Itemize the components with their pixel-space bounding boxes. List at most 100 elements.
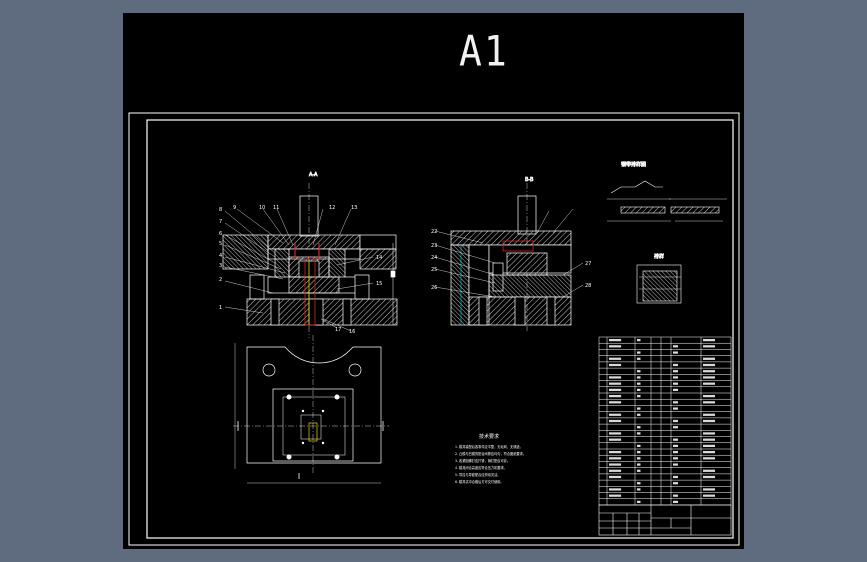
bom-cell-mark bbox=[637, 394, 641, 398]
svg-text:8: 8 bbox=[219, 207, 222, 213]
bom-cell-mark bbox=[673, 351, 678, 354]
bom-cell-mark bbox=[673, 419, 678, 423]
bom-cell-mark bbox=[673, 475, 678, 479]
bom-cell-mark bbox=[673, 426, 678, 429]
bom-cell-mark bbox=[609, 494, 622, 497]
front-view-right: B-B bbox=[431, 177, 591, 331]
svg-text:16: 16 bbox=[349, 329, 355, 335]
bom-cell-mark bbox=[609, 432, 622, 435]
top-view bbox=[233, 335, 389, 484]
bom-cell-mark bbox=[609, 475, 622, 479]
bom-cell-mark bbox=[703, 432, 715, 435]
parts-list-table bbox=[598, 336, 732, 506]
bom-cell-mark bbox=[673, 407, 678, 410]
bom-cell-mark bbox=[609, 413, 622, 416]
svg-text:9: 9 bbox=[233, 205, 236, 211]
bom-cell-mark bbox=[609, 419, 622, 423]
bom-cell-mark bbox=[609, 463, 622, 466]
bom-cell-mark bbox=[673, 450, 678, 454]
bom-cell-mark bbox=[703, 488, 715, 491]
front-right-part-labels: 22 23 24 25 26 27 28 bbox=[431, 229, 591, 291]
bom-cell-mark bbox=[637, 370, 641, 373]
bom-cell-mark bbox=[673, 494, 678, 497]
bom-cell-mark bbox=[637, 488, 641, 491]
front-left-part-labels: 8 9 10 11 12 13 7 6 5 4 3 2 1 14 15 17 1 bbox=[219, 205, 382, 335]
svg-text:2: 2 bbox=[219, 277, 222, 283]
bom-cell-mark bbox=[637, 357, 641, 360]
bom-cell-mark bbox=[609, 469, 622, 472]
bom-cell-mark bbox=[703, 394, 715, 398]
front-view-left: A-A bbox=[219, 172, 398, 338]
bom-cell-mark bbox=[673, 482, 678, 485]
svg-text:22: 22 bbox=[431, 229, 437, 235]
bom-cell-mark bbox=[609, 401, 622, 404]
bom-cell-mark bbox=[637, 469, 641, 472]
svg-text:1: 1 bbox=[219, 305, 222, 311]
bom-cell-mark bbox=[637, 382, 641, 385]
svg-text:12: 12 bbox=[329, 205, 335, 211]
bom-cell-mark bbox=[673, 500, 678, 504]
note-line-6: 6. 模具试冲合格后方可交付使用。 bbox=[455, 479, 504, 484]
bom-cell-mark bbox=[703, 450, 715, 454]
svg-text:4: 4 bbox=[219, 253, 222, 259]
bom-cell-mark bbox=[673, 457, 678, 460]
bom-cell-mark bbox=[637, 457, 641, 460]
bom-cell-mark bbox=[703, 370, 715, 373]
bom-cell-mark bbox=[637, 432, 641, 435]
strip-label: 排样 bbox=[654, 253, 664, 260]
svg-text:6: 6 bbox=[219, 231, 222, 237]
bom-cell-mark bbox=[609, 338, 622, 342]
bom-cell-mark bbox=[703, 363, 715, 367]
bom-cell-mark bbox=[673, 345, 678, 348]
bom-cell-mark bbox=[609, 357, 622, 360]
bom-cell-mark bbox=[637, 407, 641, 410]
strip-layout-detail: 钢带排样图 排样 bbox=[607, 161, 727, 304]
bom-cell-mark bbox=[609, 457, 622, 460]
detail-title: 钢带排样图 bbox=[621, 161, 646, 168]
bom-cell-mark bbox=[609, 438, 622, 441]
sheet-size-label: A1 bbox=[459, 26, 509, 76]
note-line-3: 3. 各紧固螺钉应拧紧，销钉配合可靠。 bbox=[455, 458, 510, 463]
bom-cell-mark bbox=[637, 413, 641, 416]
svg-text:27: 27 bbox=[585, 261, 591, 267]
bom-cell-mark bbox=[703, 401, 715, 404]
svg-text:13: 13 bbox=[351, 205, 357, 211]
note-line-4: 4. 模具闭合高度应符合压力机要求。 bbox=[455, 465, 507, 470]
bom-cell-mark bbox=[673, 438, 678, 441]
bom-cell-mark bbox=[637, 482, 641, 485]
bom-cell-mark bbox=[703, 444, 715, 448]
svg-text:7: 7 bbox=[219, 219, 222, 225]
svg-text:3: 3 bbox=[219, 263, 222, 269]
bom-cell-mark bbox=[637, 388, 641, 392]
bom-cell-mark bbox=[637, 351, 641, 354]
svg-text:24: 24 bbox=[431, 255, 437, 261]
svg-text:23: 23 bbox=[431, 243, 437, 249]
note-line-5: 5. 导柱与导套配合应滑动灵活。 bbox=[455, 472, 501, 477]
bom-cell-mark bbox=[609, 376, 622, 379]
section-bb-label: B-B bbox=[525, 177, 534, 183]
bom-cell-mark bbox=[703, 345, 715, 348]
bom-cell-mark bbox=[609, 488, 622, 491]
svg-text:5: 5 bbox=[219, 241, 222, 247]
svg-text:10: 10 bbox=[259, 205, 265, 211]
bom-cell-mark bbox=[637, 500, 641, 504]
drawing-border bbox=[128, 112, 740, 546]
svg-text:17: 17 bbox=[335, 327, 341, 333]
bom-cell-mark bbox=[609, 382, 622, 385]
bom-cell-mark bbox=[637, 450, 641, 454]
bom-cell-mark bbox=[703, 469, 715, 472]
notes-title: 技术要求 bbox=[479, 433, 499, 440]
bom-cell-mark bbox=[609, 345, 622, 348]
note-line-1: 1. 模具装配后各零件应平整，无毛刺，无锈迹。 bbox=[455, 444, 523, 449]
bom-cell-mark bbox=[703, 438, 715, 441]
bom-cell-mark bbox=[673, 463, 678, 466]
bom-cell-mark bbox=[637, 463, 641, 466]
bom-cell-mark bbox=[637, 376, 641, 379]
bom-cell-mark bbox=[609, 388, 622, 392]
bom-cell-mark bbox=[609, 363, 622, 367]
technical-notes: 技术要求 1. 模具装配后各零件应平整，无毛刺，无锈迹。 2. 凸模与凹模的配合… bbox=[455, 433, 526, 484]
svg-text:15: 15 bbox=[376, 281, 382, 287]
bom-cell-mark bbox=[673, 370, 678, 373]
section-aa-label: A-A bbox=[309, 172, 318, 178]
